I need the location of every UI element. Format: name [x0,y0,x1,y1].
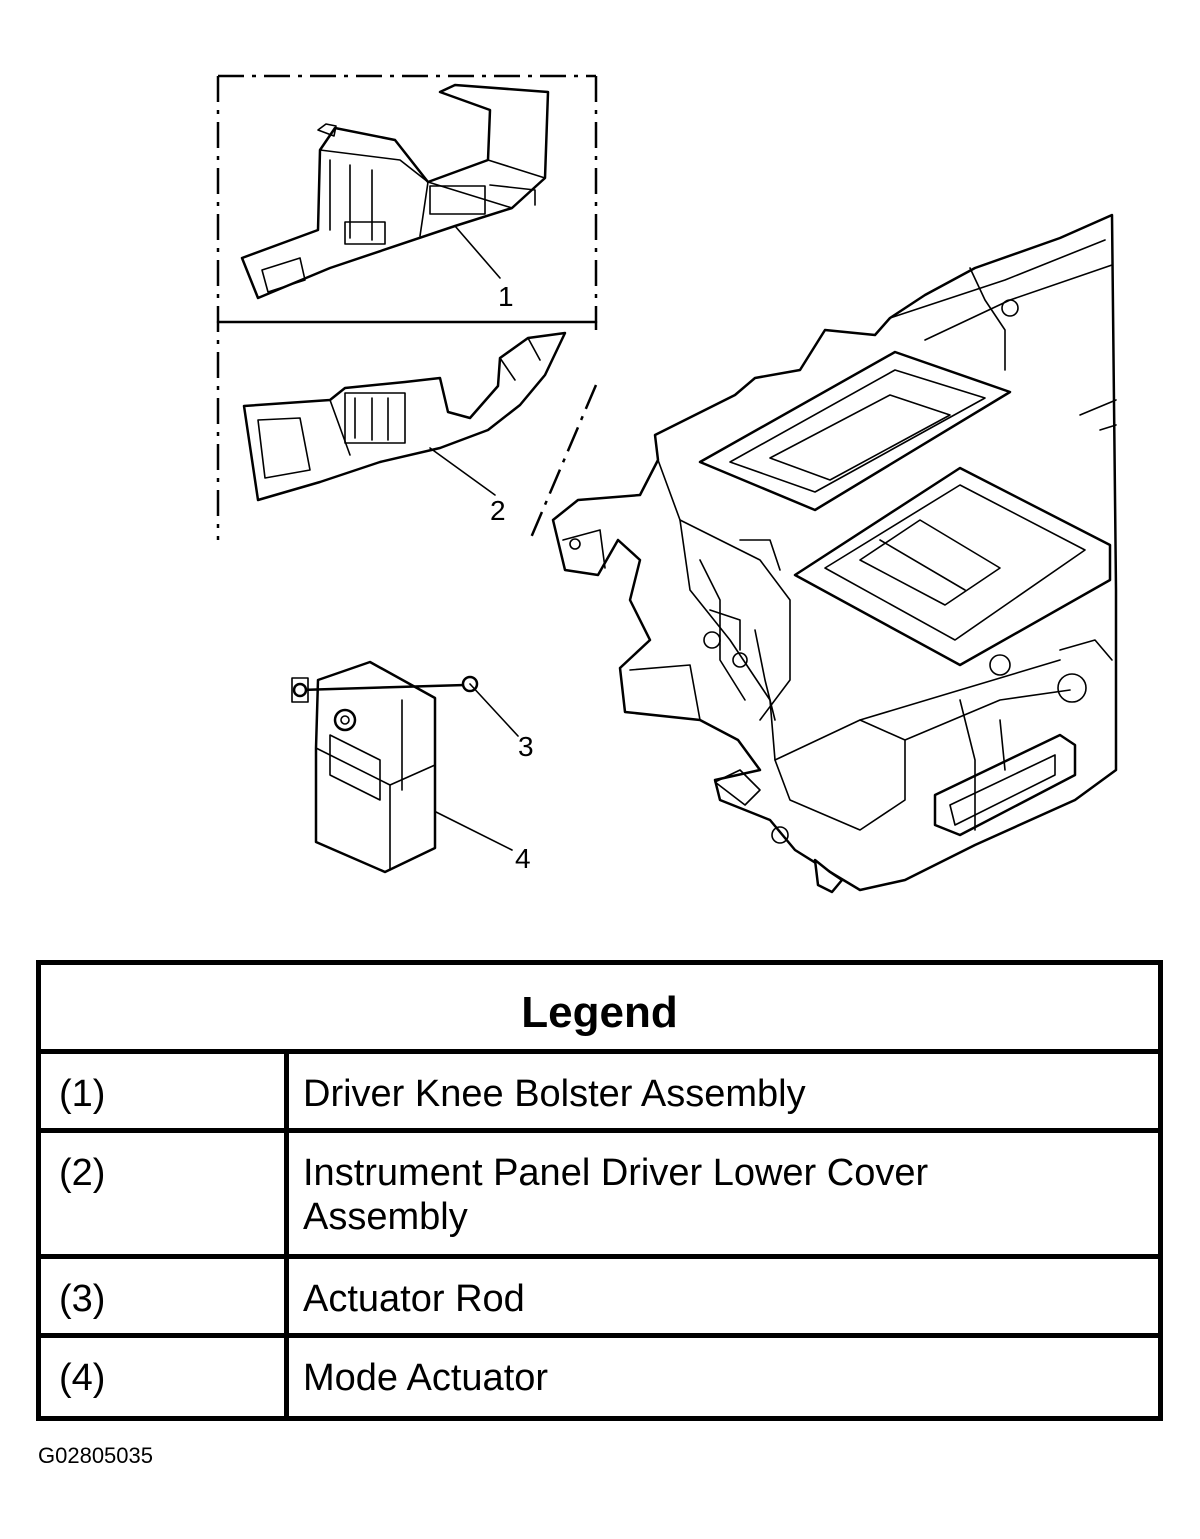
mode-actuator-drawing [314,660,437,874]
knee-bolster-drawing [240,83,550,300]
legend-description: Instrument Panel Driver Lower Cover Asse… [303,1152,929,1238]
legend-row: (4) Mode Actuator [41,1338,1158,1416]
legend-key: (2) [41,1133,289,1254]
legend-key: (4) [41,1338,289,1416]
leader-3 [469,683,519,737]
leader-4 [435,811,513,851]
hvac-module-drawing [551,213,1118,894]
callout-1: 1 [498,281,514,312]
callout-4: 4 [515,843,531,874]
detail-frame [216,74,598,541]
legend-key: (3) [41,1259,289,1333]
legend-row: (3) Actuator Rod [41,1259,1158,1338]
callout-3: 3 [518,731,534,762]
legend-title: Legend [41,965,1158,1054]
legend-description: Driver Knee Bolster Assembly [303,1073,806,1115]
legend-row: (1) Driver Knee Bolster Assembly [41,1054,1158,1133]
legend-description: Actuator Rod [303,1278,525,1320]
legend-row: (2) Instrument Panel Driver Lower Cover … [41,1133,1158,1259]
legend-table: Legend (1) Driver Knee Bolster Assembly … [36,960,1163,1421]
leader-1 [454,225,501,279]
leader-2 [429,447,496,496]
lower-cover-drawing [242,331,567,502]
figure-id: G02805035 [38,1443,153,1468]
legend-key: (1) [41,1054,289,1128]
callout-2: 2 [490,495,506,526]
legend-description: Mode Actuator [303,1357,549,1399]
component-diagram: 1 2 3 4 [216,74,1118,894]
